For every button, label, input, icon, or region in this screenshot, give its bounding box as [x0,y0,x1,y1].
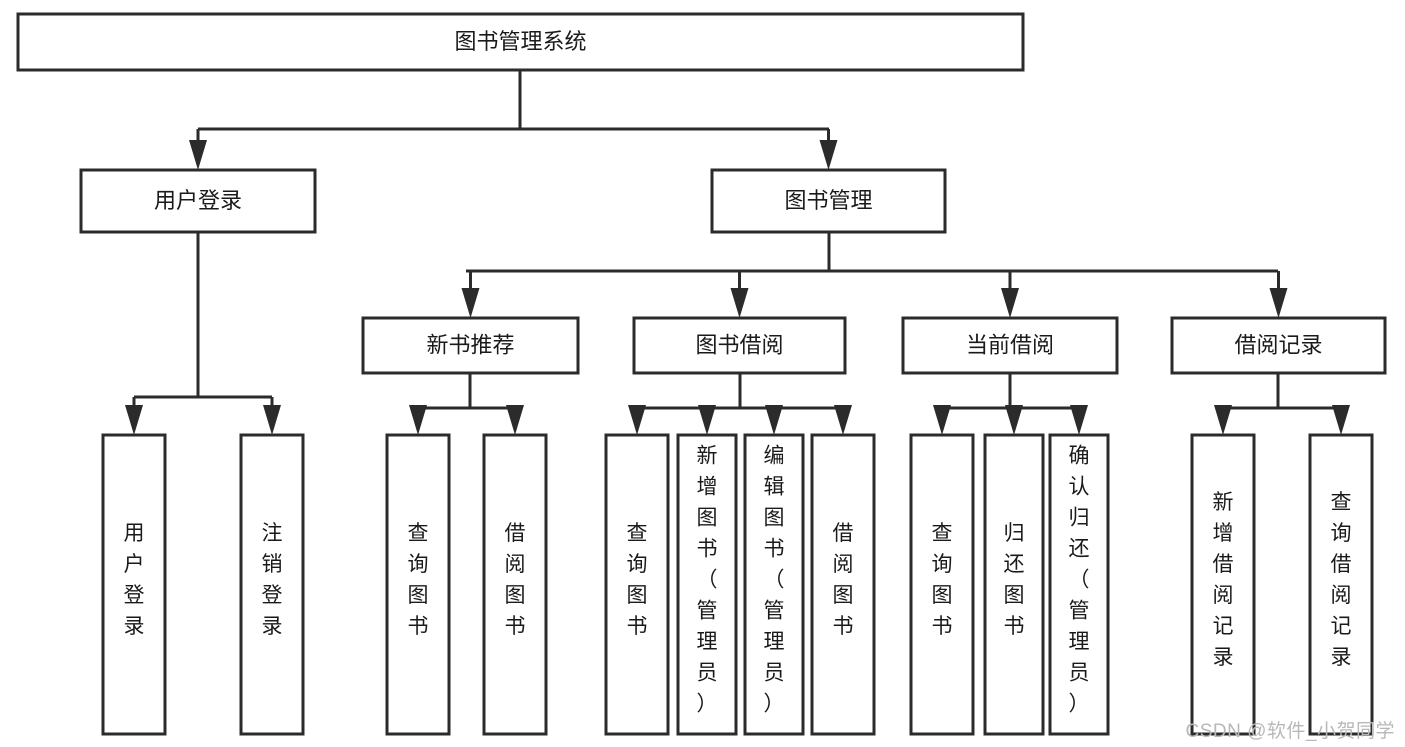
node-book-manage[interactable]: 图书管理 [710,168,947,234]
arrow-head-icon [730,288,749,318]
arrow-head-icon [409,405,427,435]
node-box [632,316,847,375]
node-box [79,168,317,234]
node-box [482,433,548,736]
node-label: 用户登录 [124,522,145,638]
node-label: 注销登录 [262,522,283,638]
node-user-login[interactable]: 用户登录 [79,168,317,234]
arrow-head-icon [263,405,281,435]
node-box [810,433,876,736]
node-box [1190,433,1256,736]
node-box [983,433,1045,736]
arrow-head-icon [933,405,951,435]
arrow-head-icon [1005,405,1023,435]
node-label: 查询图书 [932,522,953,638]
arrow-head-icon [1332,405,1350,435]
node-box [909,433,975,736]
node-leaf-user-login[interactable]: 用户登录 [101,433,167,736]
node-box [743,433,805,736]
watermark-text: CSDN @软件_小贺同学 [1185,721,1395,742]
node-leaf-confirm-return[interactable]: 确认归还（管理员） [1048,433,1110,736]
arrow-head-icon [189,140,207,170]
node-root[interactable]: 图书管理系统 [16,12,1025,72]
arrow-head-icon [1214,405,1232,435]
node-label: 用户登录 [154,188,242,213]
arrow-head-icon [506,405,524,435]
node-label: 查询图书 [627,522,648,638]
node-leaf-query-book-br[interactable]: 查询图书 [604,433,670,736]
node-box [1170,316,1387,375]
arrow-head-icon [125,405,143,435]
node-label: 图书管理系统 [454,29,586,54]
node-box [901,316,1119,375]
node-label: 查询借阅记录 [1331,491,1352,669]
node-label: 借阅记录 [1234,332,1322,357]
node-leaf-add-record[interactable]: 新增借阅记录 [1190,433,1256,736]
arrow-head-icon [834,405,852,435]
node-new-book-recommend[interactable]: 新书推荐 [361,316,580,375]
node-book-borrow[interactable]: 图书借阅 [632,316,847,375]
node-label: 图书借阅 [695,332,783,357]
arrow-head-icon [765,405,783,435]
node-leaf-user-logout[interactable]: 注销登录 [239,433,305,736]
edge-layer [125,70,1350,435]
node-label: 新书推荐 [426,332,514,357]
node-box [710,168,947,234]
node-label: 新增借阅记录 [1213,491,1234,669]
node-leaf-add-book[interactable]: 新增图书（管理员） [676,433,738,736]
node-label: 确认归还（管理员） [1069,445,1090,716]
node-box [16,12,1025,72]
arrow-head-icon [819,140,838,170]
node-layer: 图书管理系统用户登录图书管理新书推荐图书借阅当前借阅借阅记录用户登录注销登录查询… [16,12,1387,736]
node-box [676,433,738,736]
node-leaf-return-book[interactable]: 归还图书 [983,433,1045,736]
arrow-head-icon [698,405,716,435]
node-current-borrow[interactable]: 当前借阅 [901,316,1119,375]
node-leaf-borrow-book-br[interactable]: 借阅图书 [810,433,876,736]
node-label: 查询图书 [408,522,429,638]
node-label: 新增图书（管理员） [697,445,718,716]
node-label: 图书管理 [784,188,872,213]
node-leaf-query-book-cb[interactable]: 查询图书 [909,433,975,736]
node-box [604,433,670,736]
node-label: 借阅图书 [505,522,526,638]
node-leaf-borrow-book-rec[interactable]: 借阅图书 [482,433,548,736]
node-box [385,433,451,736]
node-leaf-query-book-rec[interactable]: 查询图书 [385,433,451,736]
node-borrow-record[interactable]: 借阅记录 [1170,316,1387,375]
node-box [1308,433,1374,736]
node-label: 借阅图书 [833,522,854,638]
arrow-head-icon [1269,288,1288,318]
node-leaf-query-record[interactable]: 查询借阅记录 [1308,433,1374,736]
node-label: 当前借阅 [966,332,1054,357]
arrow-head-icon [461,288,480,318]
arrow-head-icon [628,405,646,435]
node-box [361,316,580,375]
node-box [239,433,305,736]
node-label: 编辑图书（管理员） [764,445,785,716]
node-label: 归还图书 [1004,522,1025,638]
arrow-head-icon [1070,405,1088,435]
node-box [1048,433,1110,736]
node-leaf-edit-book[interactable]: 编辑图书（管理员） [743,433,805,736]
node-box [101,433,167,736]
arrow-head-icon [1001,288,1019,318]
